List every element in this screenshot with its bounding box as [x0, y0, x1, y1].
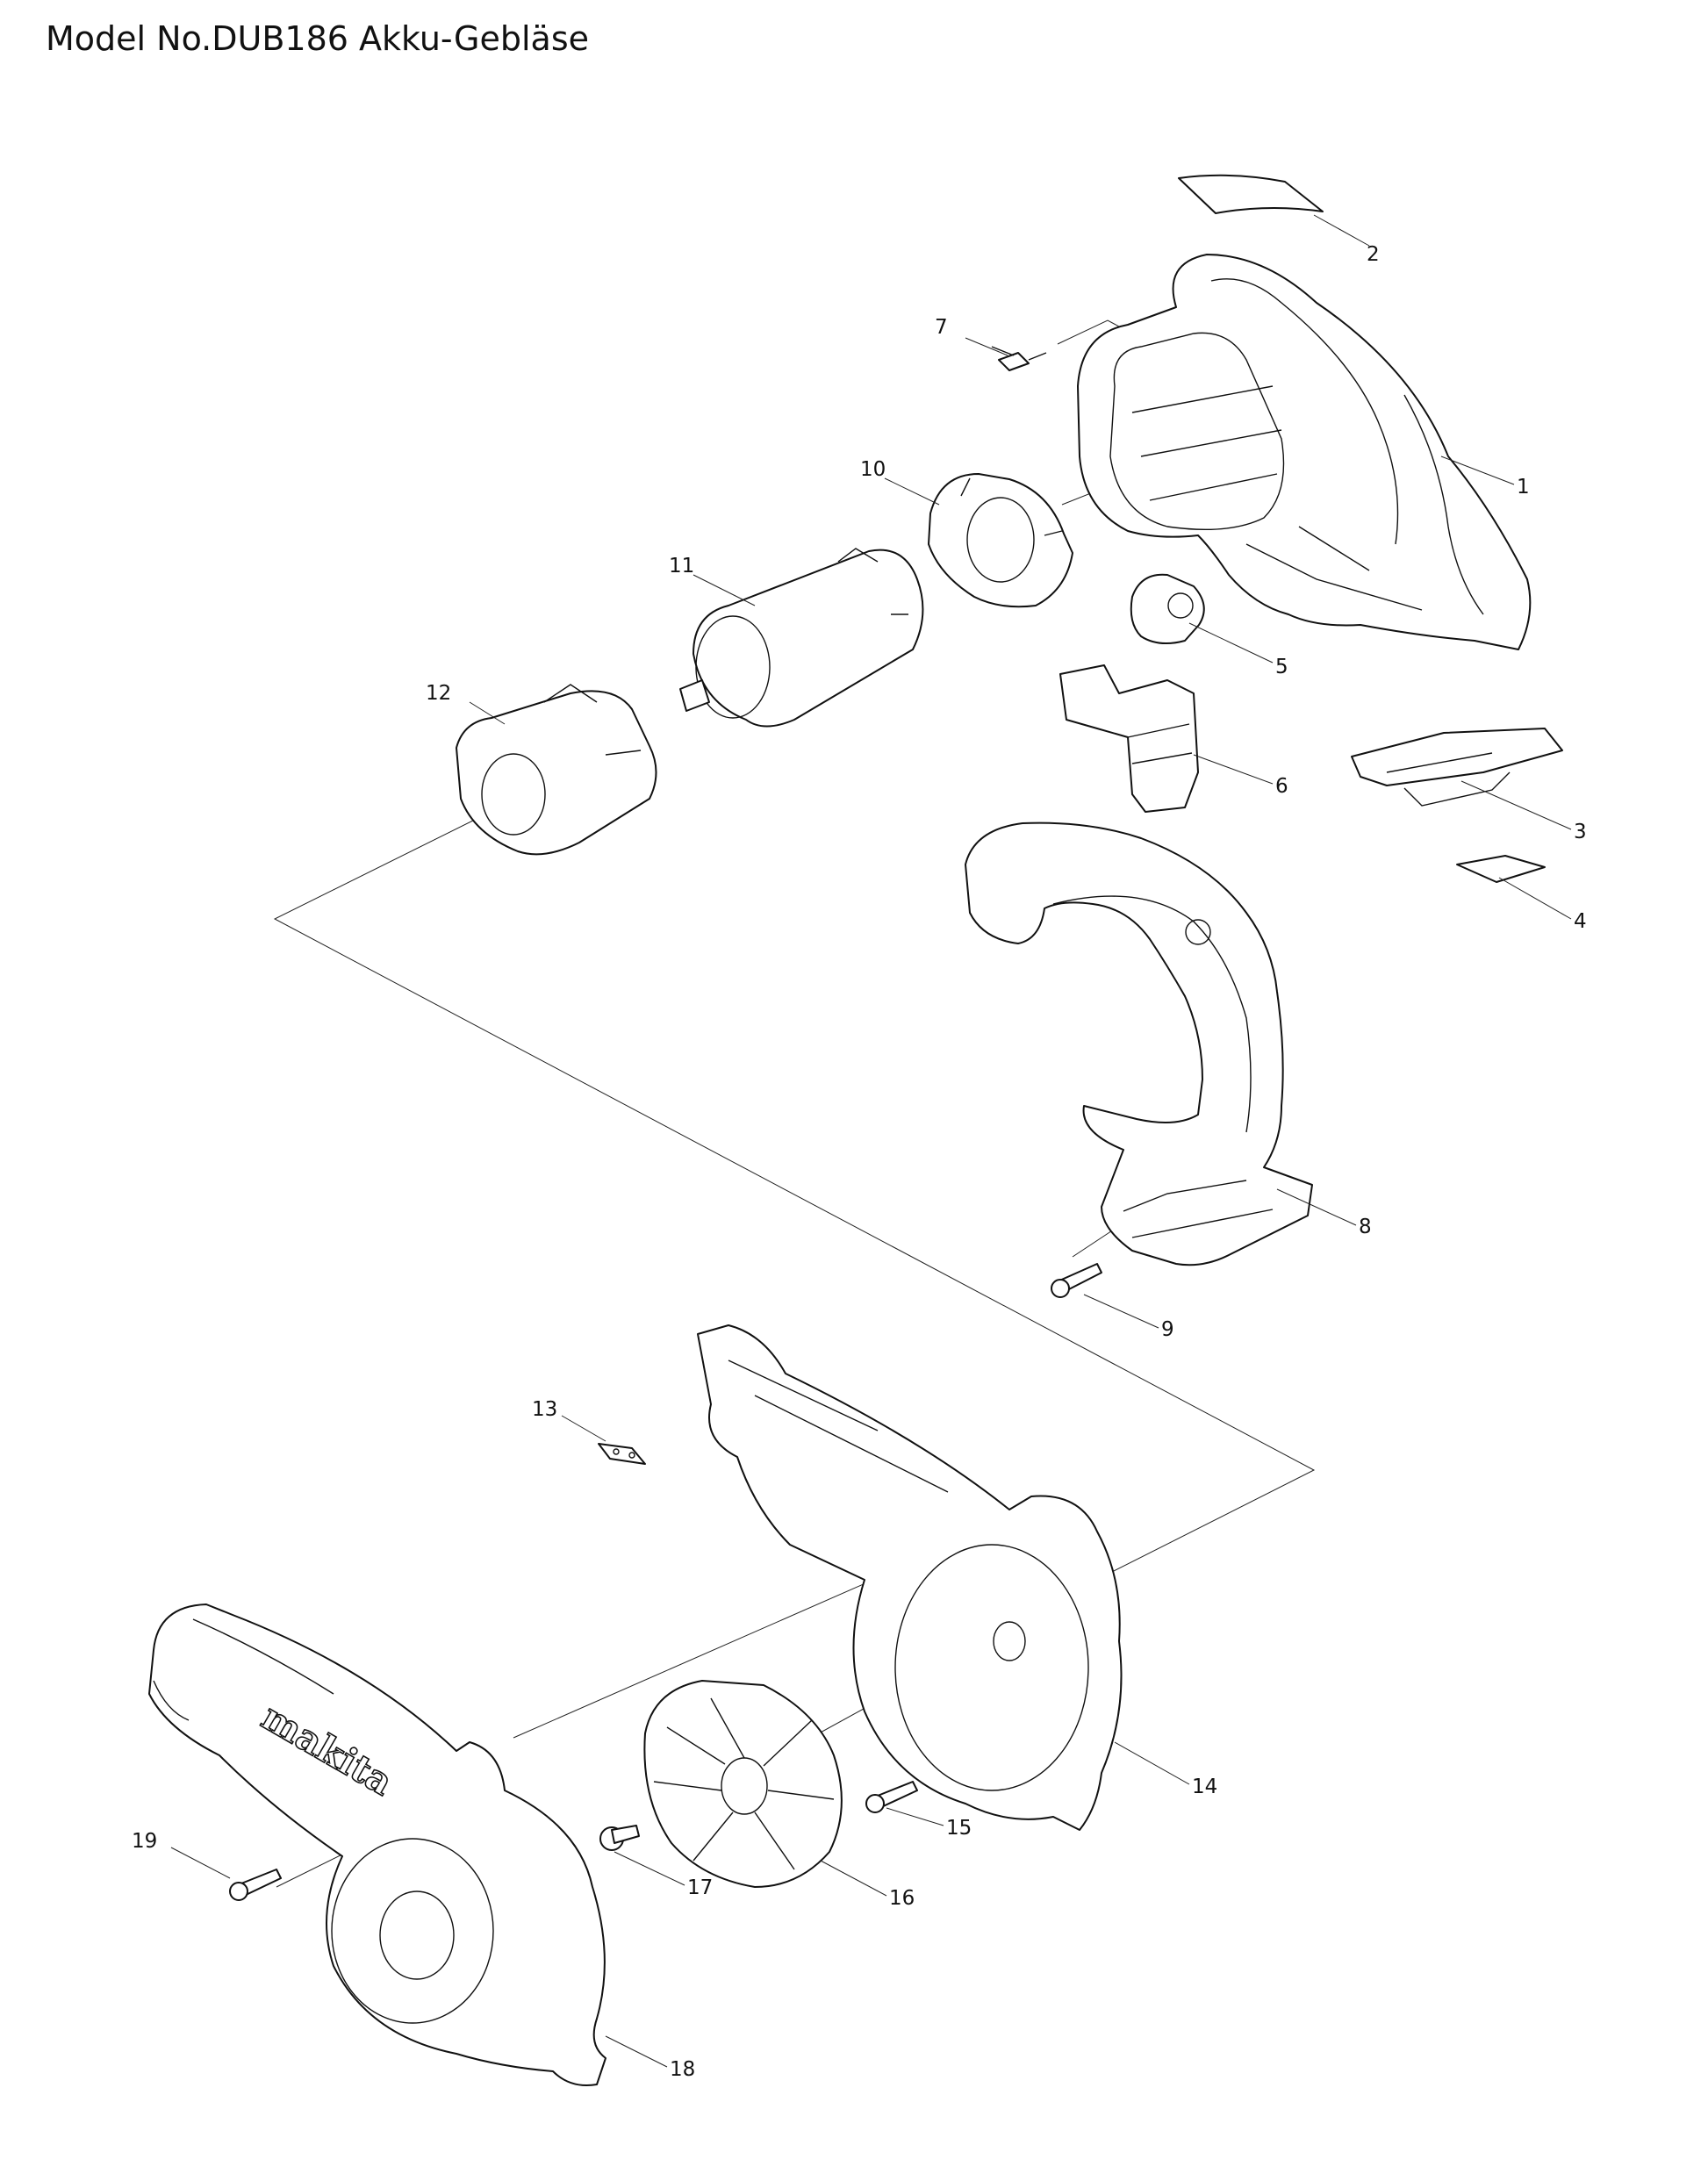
callout-18: 18 — [670, 2058, 695, 2081]
page-title: Model No.DUB186 Akku-Gebläse — [46, 19, 590, 58]
part-4-small-label — [1456, 855, 1546, 883]
part-16-fan-impeller — [643, 1680, 843, 1888]
part-7-contact-plate — [991, 346, 1047, 371]
callout-5: 5 — [1275, 656, 1288, 678]
part-15-screw — [865, 1781, 918, 1813]
part-17-nut — [599, 1825, 640, 1851]
part-18-nozzle-housing: makita — [148, 1603, 606, 2086]
callout-12: 12 — [426, 682, 451, 705]
callout-6: 6 — [1275, 775, 1288, 798]
callout-1: 1 — [1517, 476, 1530, 499]
part-10-motor-holder — [928, 473, 1073, 608]
part-14-fan-housing — [697, 1324, 1123, 1831]
callout-14: 14 — [1192, 1776, 1217, 1798]
part-2-label-sticker — [1178, 174, 1324, 214]
part-9-screw — [1051, 1263, 1102, 1298]
callout-7: 7 — [935, 316, 948, 339]
callout-leaders — [170, 214, 1572, 2068]
part-1-motor-housing — [1077, 254, 1532, 650]
callout-17: 17 — [687, 1876, 713, 1899]
callout-2: 2 — [1367, 243, 1380, 266]
part-6-trigger-switch — [1059, 664, 1199, 813]
assembly-lines — [273, 319, 1316, 1888]
callout-19: 19 — [132, 1830, 157, 1853]
callout-10: 10 — [860, 458, 886, 481]
callout-8: 8 — [1359, 1216, 1372, 1238]
callout-9: 9 — [1161, 1318, 1174, 1341]
part-12-motor-cover — [456, 684, 657, 856]
part-8-handle-housing — [965, 821, 1313, 1266]
part-13-small-plate — [598, 1443, 646, 1465]
part-5-control-switch — [1130, 573, 1205, 645]
callout-4: 4 — [1574, 910, 1587, 933]
callout-13: 13 — [532, 1398, 557, 1421]
callout-11: 11 — [669, 555, 694, 578]
callout-3: 3 — [1574, 821, 1587, 843]
part-19-screw — [229, 1869, 282, 1901]
part-3-battery-terminal — [1351, 728, 1563, 807]
callout-numbers: 1 2 3 4 5 6 7 8 9 10 11 12 13 14 15 16 1… — [132, 243, 1587, 2081]
callout-16: 16 — [889, 1887, 915, 1910]
callout-15: 15 — [946, 1817, 972, 1840]
part-11-dc-motor — [679, 548, 924, 728]
